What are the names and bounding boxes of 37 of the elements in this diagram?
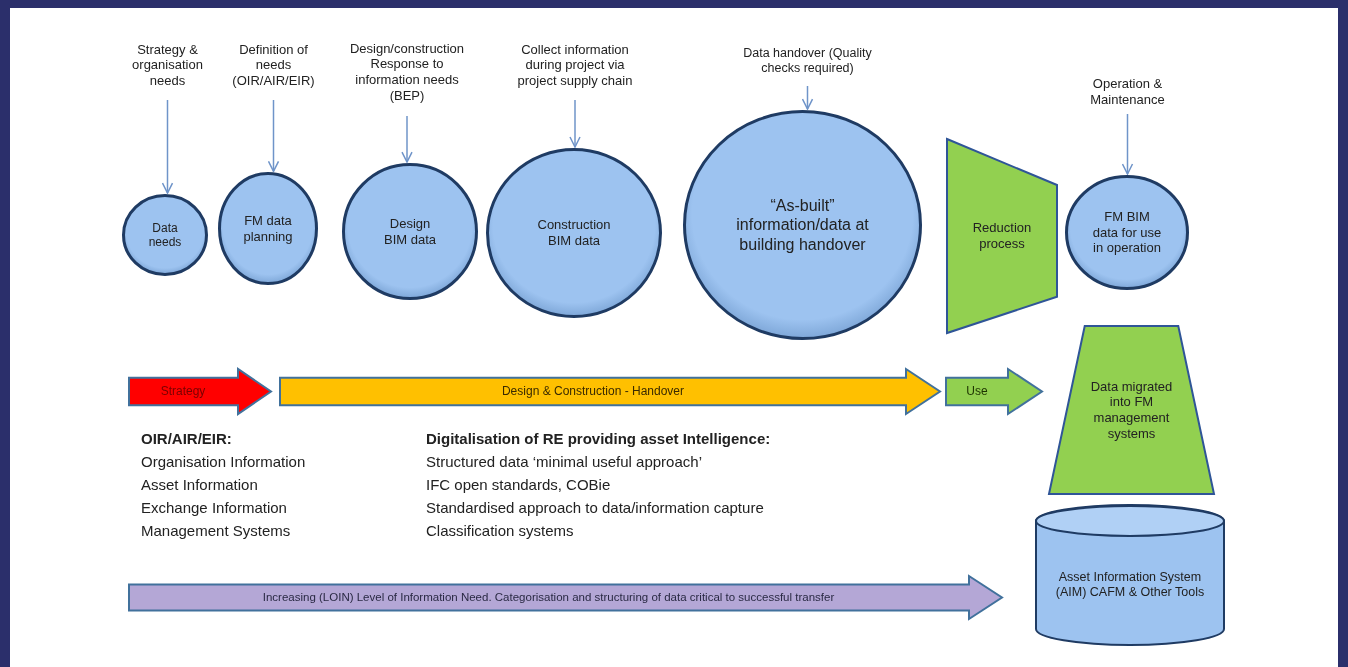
shape-label: Data needs [147,220,183,250]
list-heading: OIR/AIR/EIR: [141,430,232,447]
arrow [801,85,814,110]
shape-label: Data migrated into FM management systems [1089,378,1174,442]
arrow [569,99,581,148]
list-heading: Digitalisation of RE providing asset Intelligence: [426,430,771,447]
shape-label: FM data planning [242,212,294,245]
edge-label: Use [966,383,988,398]
phase-arrow [279,367,942,416]
list-item: Structured data ‘minimal useful approach’ [426,453,702,470]
arrow [401,115,413,163]
list-item: Standardised approach to data/information capture [426,499,764,516]
shape-label: Asset Information System (AIM) CAFM & Other Tools [1054,570,1206,600]
list-item: Management Systems [141,522,291,539]
list-item: Classification systems [426,522,574,539]
arrow [267,99,280,173]
shape-label: Reduction process [971,220,1033,252]
shape-label: Construction BIM data [536,217,612,249]
list-item: IFC open standards, COBie [426,476,611,493]
arrow [161,99,174,194]
step-label: Operation & Maintenance [1089,76,1166,108]
shape-label: “As-built” information/data at building handover [735,196,870,254]
shape-label: Design BIM data [383,215,437,248]
arrow [1121,113,1134,175]
step-label: Definition of needs (OIR/AIR/EIR) [231,41,316,89]
phase-arrow [945,367,1044,416]
edge-label: Design & Construction - Handover [501,383,685,398]
step-label: Strategy & organisation needs [131,41,204,89]
shape-label: FM BIM data for use in operation [1091,209,1163,256]
list-item: Asset Information [141,476,258,493]
list-item: Organisation Information [141,453,306,470]
step-label: Data handover (Quality checks required) [742,46,873,76]
list-item: Exchange Information [141,499,287,516]
step-label: Collect information during project via project supply chain [516,41,634,89]
step-label: Design/construction Response to information needs (BEP) [348,40,466,104]
phase-label: Increasing (LOIN) Level of Information Need. Categorisation and structuring of data critical to successful transfer [261,590,836,605]
phase-label: Strategy [159,384,207,399]
